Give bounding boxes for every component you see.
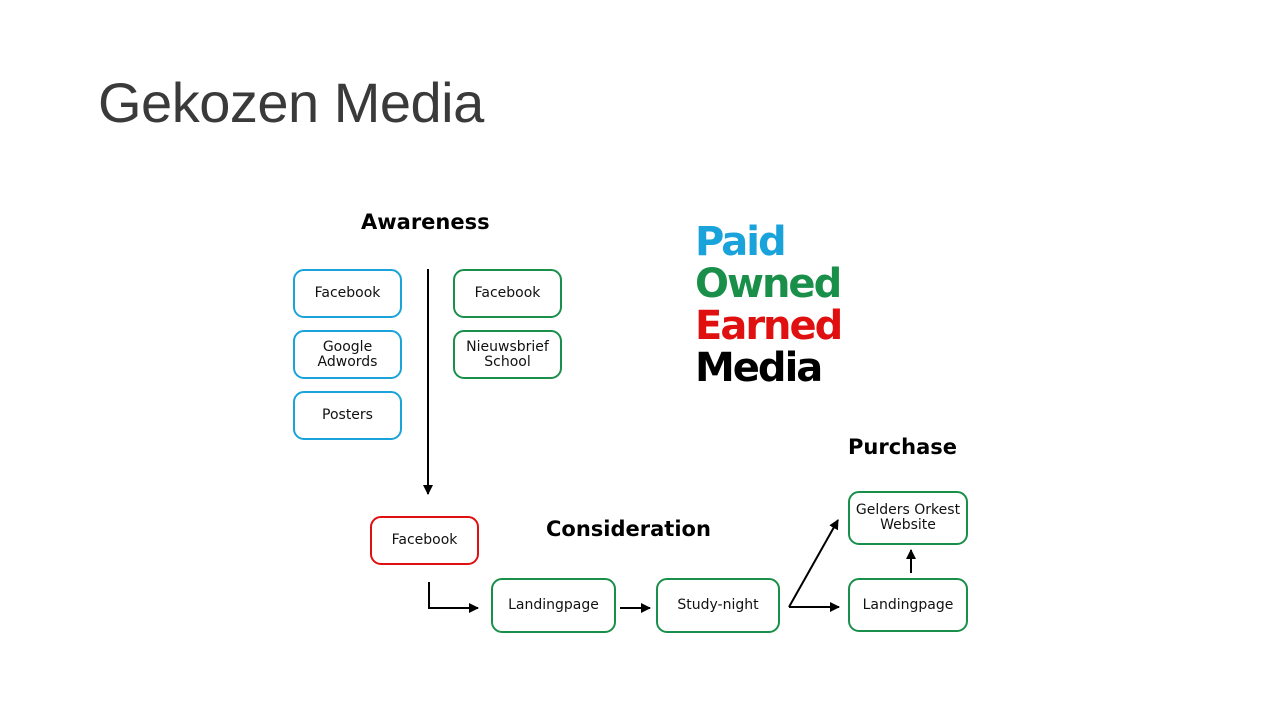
node-label: Landingpage <box>862 596 954 613</box>
legend-paid: Paid <box>695 219 787 265</box>
purchase-landingpage-node: Landingpage <box>848 578 968 632</box>
consideration-heading: Consideration <box>546 517 711 541</box>
consideration-landingpage-node: Landingpage <box>491 578 616 633</box>
gelders-orkest-website-node: Gelders Orkest Website <box>848 491 968 545</box>
node-label: Facebook <box>391 532 458 548</box>
node-label: Facebook <box>314 285 381 301</box>
study-night-node: Study-night <box>656 578 780 633</box>
legend-earned: Earned <box>695 303 843 349</box>
earned-facebook-node: Facebook <box>370 516 479 565</box>
node-label: Study-night <box>677 597 759 613</box>
node-label: Nieuwsbrief School <box>466 338 549 370</box>
studynight-to-website-arrow <box>788 519 839 608</box>
purchase-heading: Purchase <box>848 435 958 459</box>
node-label: Gelders Orkest Website <box>855 502 961 533</box>
paid-facebook-node: Facebook <box>293 269 402 318</box>
paid-posters-node: Posters <box>293 391 402 440</box>
slide-title: Gekozen Media <box>98 71 484 134</box>
paid-google-adwords-node: Google Adwords <box>293 330 402 379</box>
node-label: Facebook <box>474 285 541 301</box>
node-label: Posters <box>322 407 373 423</box>
earned-to-landingpage-arrow <box>428 582 479 613</box>
awareness-heading: Awareness <box>361 210 490 234</box>
owned-facebook-node: Facebook <box>453 269 562 318</box>
node-label: Landingpage <box>508 597 599 613</box>
owned-newsletter-node: Nieuwsbrief School <box>453 330 562 379</box>
node-label: Google Adwords <box>317 338 378 370</box>
legend-media: Media <box>695 345 823 391</box>
legend-owned: Owned <box>695 261 842 307</box>
